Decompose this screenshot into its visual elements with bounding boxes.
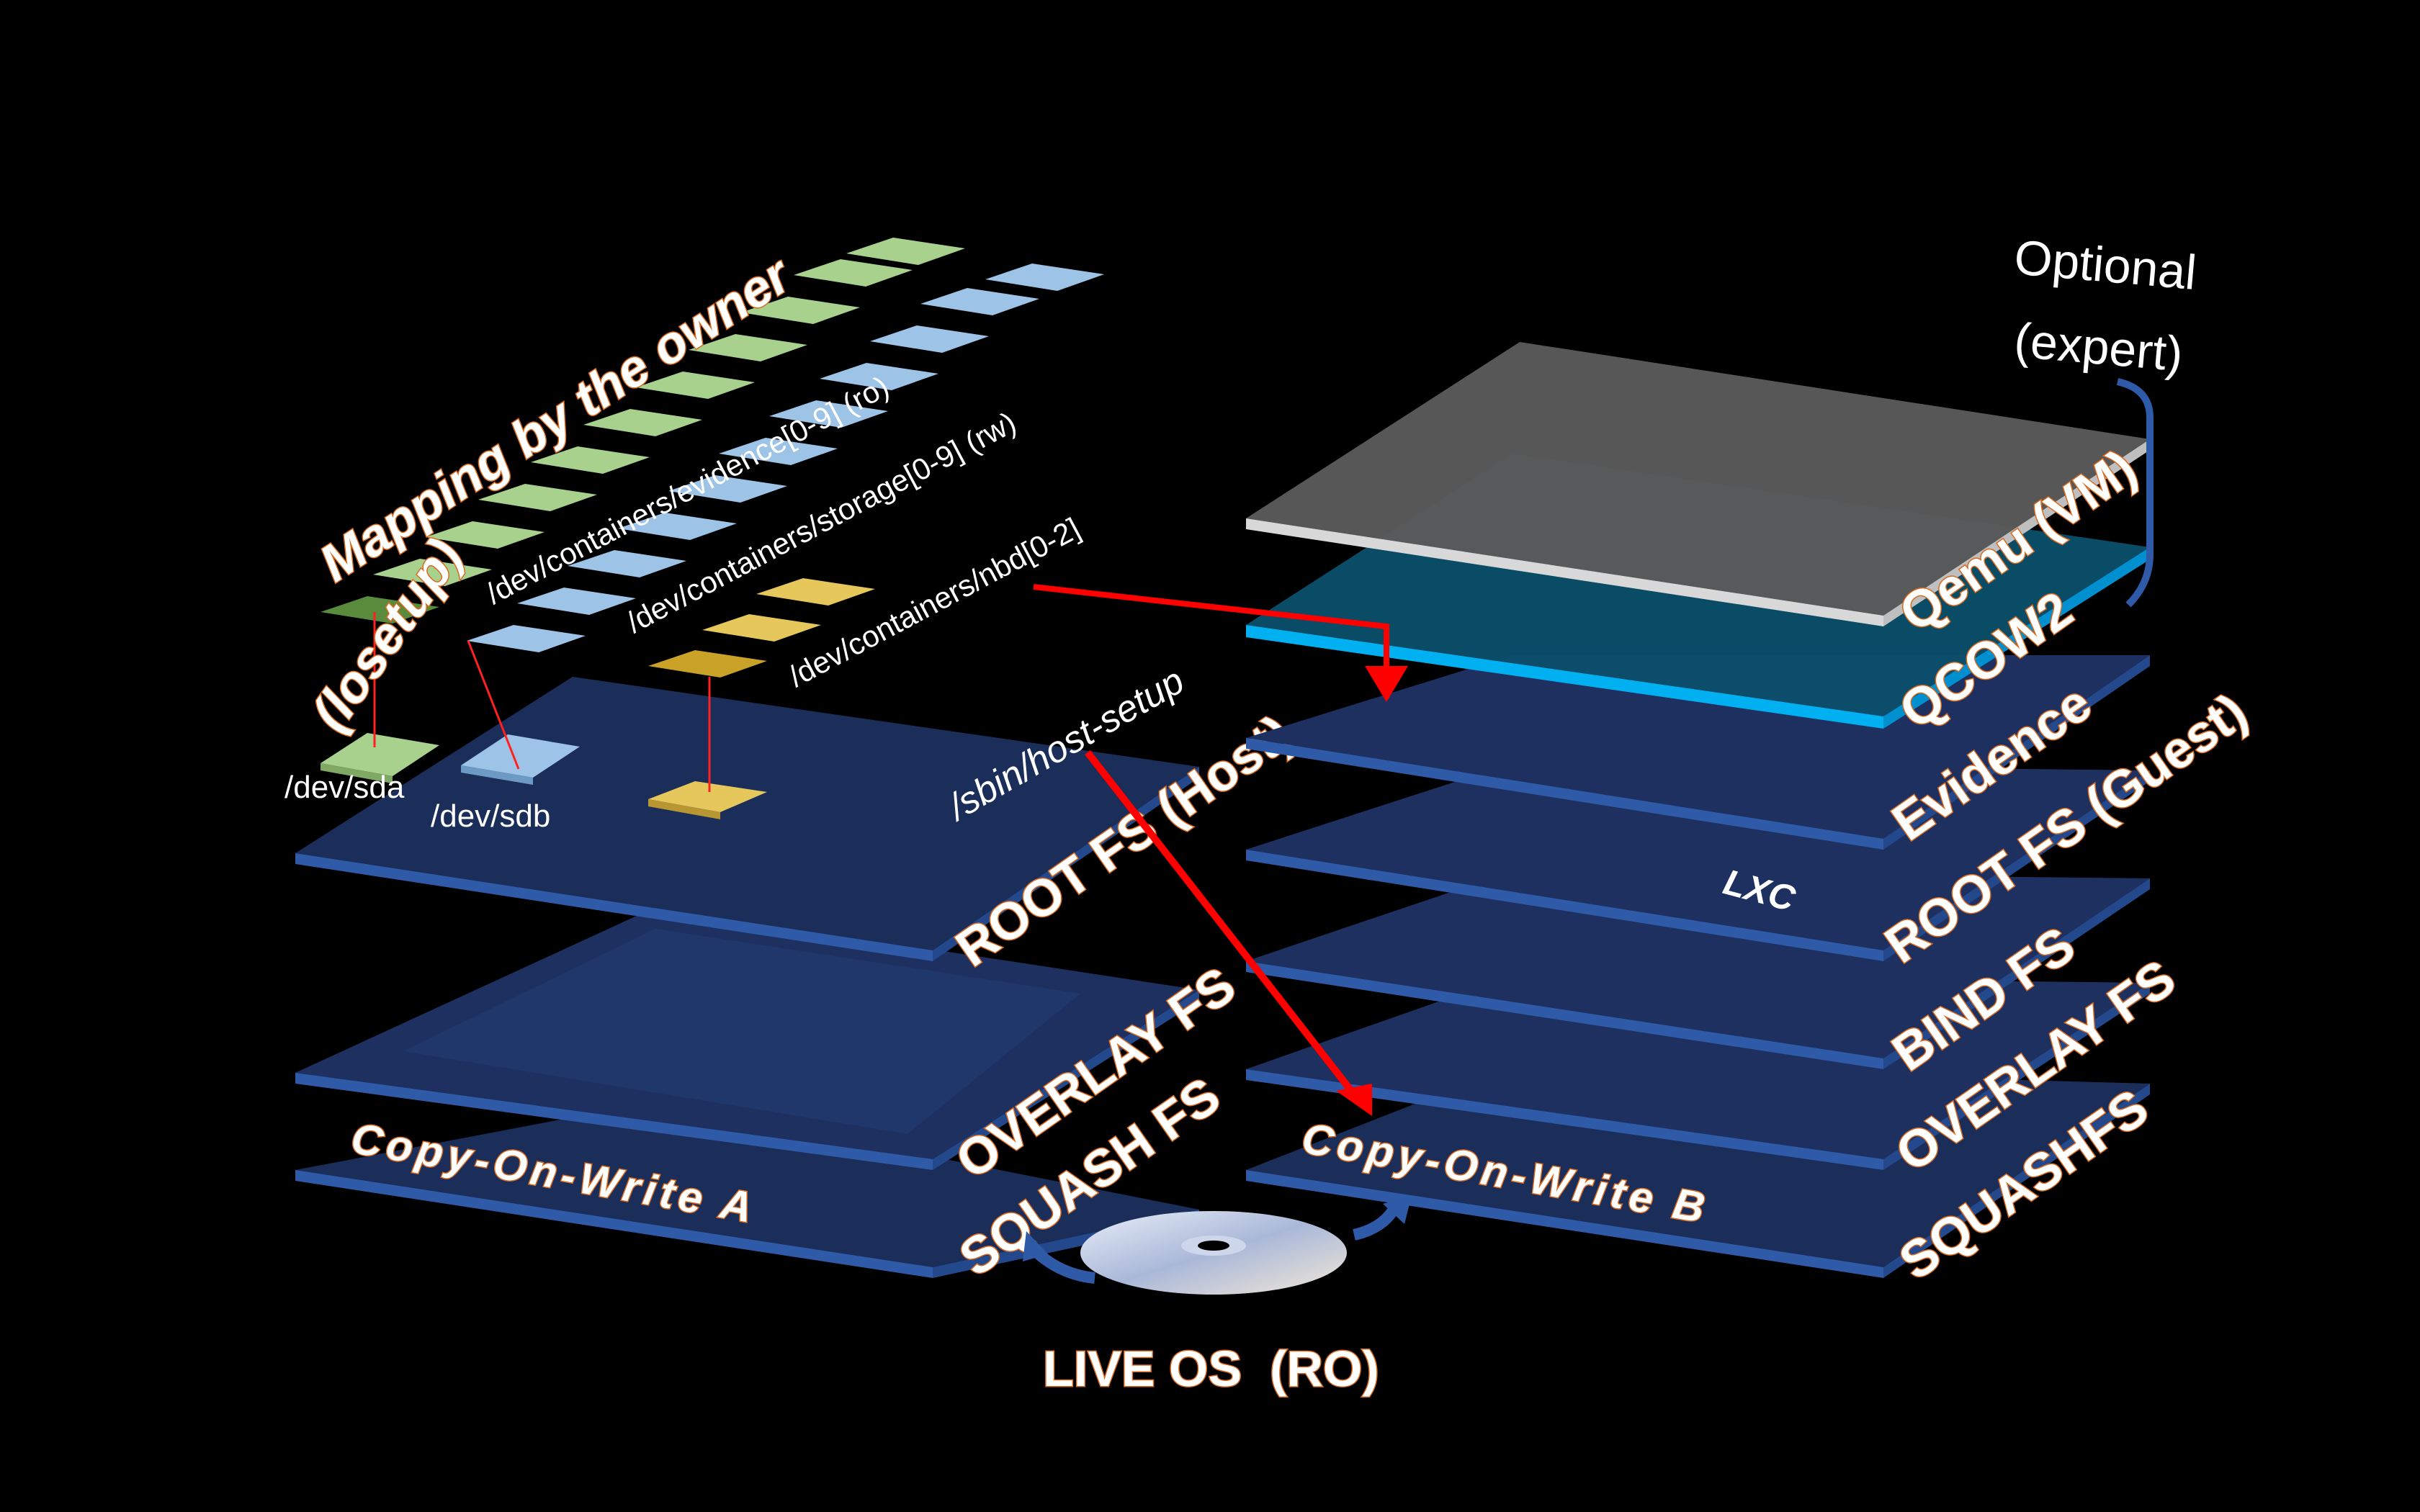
left-stack: /dev/sda /dev/sdb /sbin/host-setup ROOT … xyxy=(284,660,1304,1289)
optional-label: Optional xyxy=(2012,230,2199,300)
qemu-arrow-head xyxy=(1365,666,1408,702)
sdb-map-line xyxy=(467,640,520,770)
dev-sdb-label: /dev/sdb xyxy=(431,798,550,834)
dev-sda-label: /dev/sda xyxy=(284,770,405,805)
dev-sda-block xyxy=(321,733,439,783)
right-stack: Optional (expert) Qemu (VM) QCOW2 Eviden… xyxy=(1246,230,2259,1292)
optional-bracket xyxy=(2116,378,2154,608)
qemu-layer xyxy=(1246,342,2150,626)
red-arrows xyxy=(1033,584,1408,1116)
live-os-label: LIVE OS (RO) xyxy=(1043,1341,1379,1397)
expert-label: (expert) xyxy=(2012,312,2185,382)
nbd-blocks xyxy=(648,578,875,678)
host-setup-arrow xyxy=(1085,750,1357,1097)
nbd-source-block xyxy=(648,781,767,819)
live-os-disc xyxy=(1023,1195,1412,1295)
dev-sdb-block xyxy=(461,734,580,785)
host-setup-arrow-head xyxy=(1336,1084,1372,1116)
overlay-fs-layer xyxy=(295,907,1199,1170)
evidence-blocks xyxy=(321,238,965,624)
qemu-arrow xyxy=(1033,584,1389,680)
storage-blocks xyxy=(467,264,1104,652)
